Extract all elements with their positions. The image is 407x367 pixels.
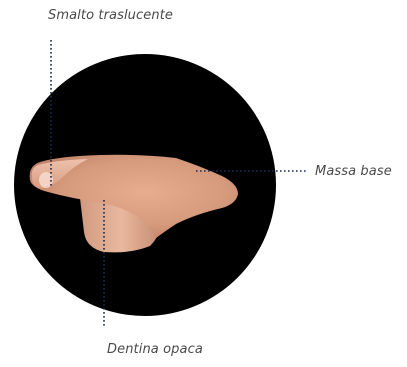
label-massa-base: Massa base [315, 164, 392, 179]
label-dentina-opaca: Dentina opaca [107, 342, 203, 357]
label-smalto-traslucente: Smalto traslucente [48, 8, 173, 23]
